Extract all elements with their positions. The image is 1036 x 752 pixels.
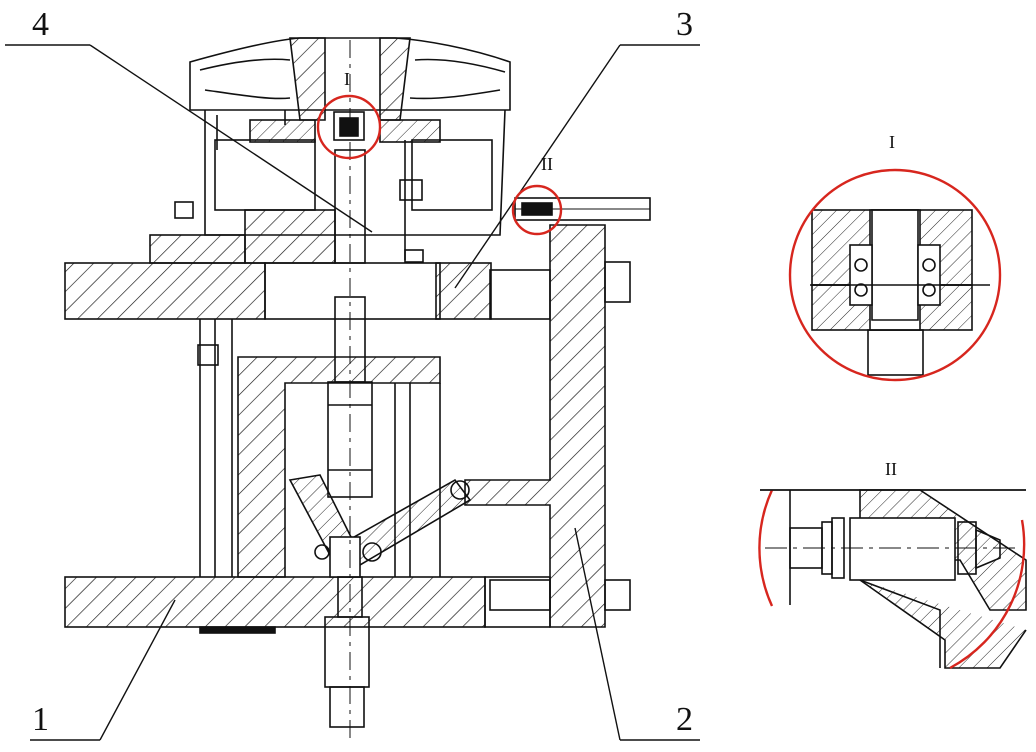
detail-II-left-arc [758,489,774,607]
detail-I-frame-circle [788,168,1002,382]
inner-frame [197,319,441,578]
base-plate [64,576,551,634]
detail-I-view [810,209,990,376]
detail-I-marker-circle [316,94,382,160]
callout-label-1: 1 [32,701,49,738]
detail-I-title: I [889,132,895,152]
callout-label-3: 3 [676,6,693,43]
detail-II-view [760,489,1027,669]
right-arm [514,197,651,221]
detail-II-title: II [885,459,897,479]
central-shaft [324,40,373,740]
upper-plate [64,209,551,320]
detail-II-right-arc [949,519,1026,670]
detail-II-marker-label: II [541,154,553,174]
wheel-holder [174,37,511,263]
detail-I-marker-label: I [344,69,350,89]
leader-lines [5,44,700,741]
callout-label-2: 2 [676,701,693,738]
side-frame [464,224,631,628]
toggle-linkage [288,474,472,578]
callout-label-4: 4 [32,6,49,43]
detail-I-bearing-small [333,111,365,141]
detail-II-marker-circle [511,184,563,236]
